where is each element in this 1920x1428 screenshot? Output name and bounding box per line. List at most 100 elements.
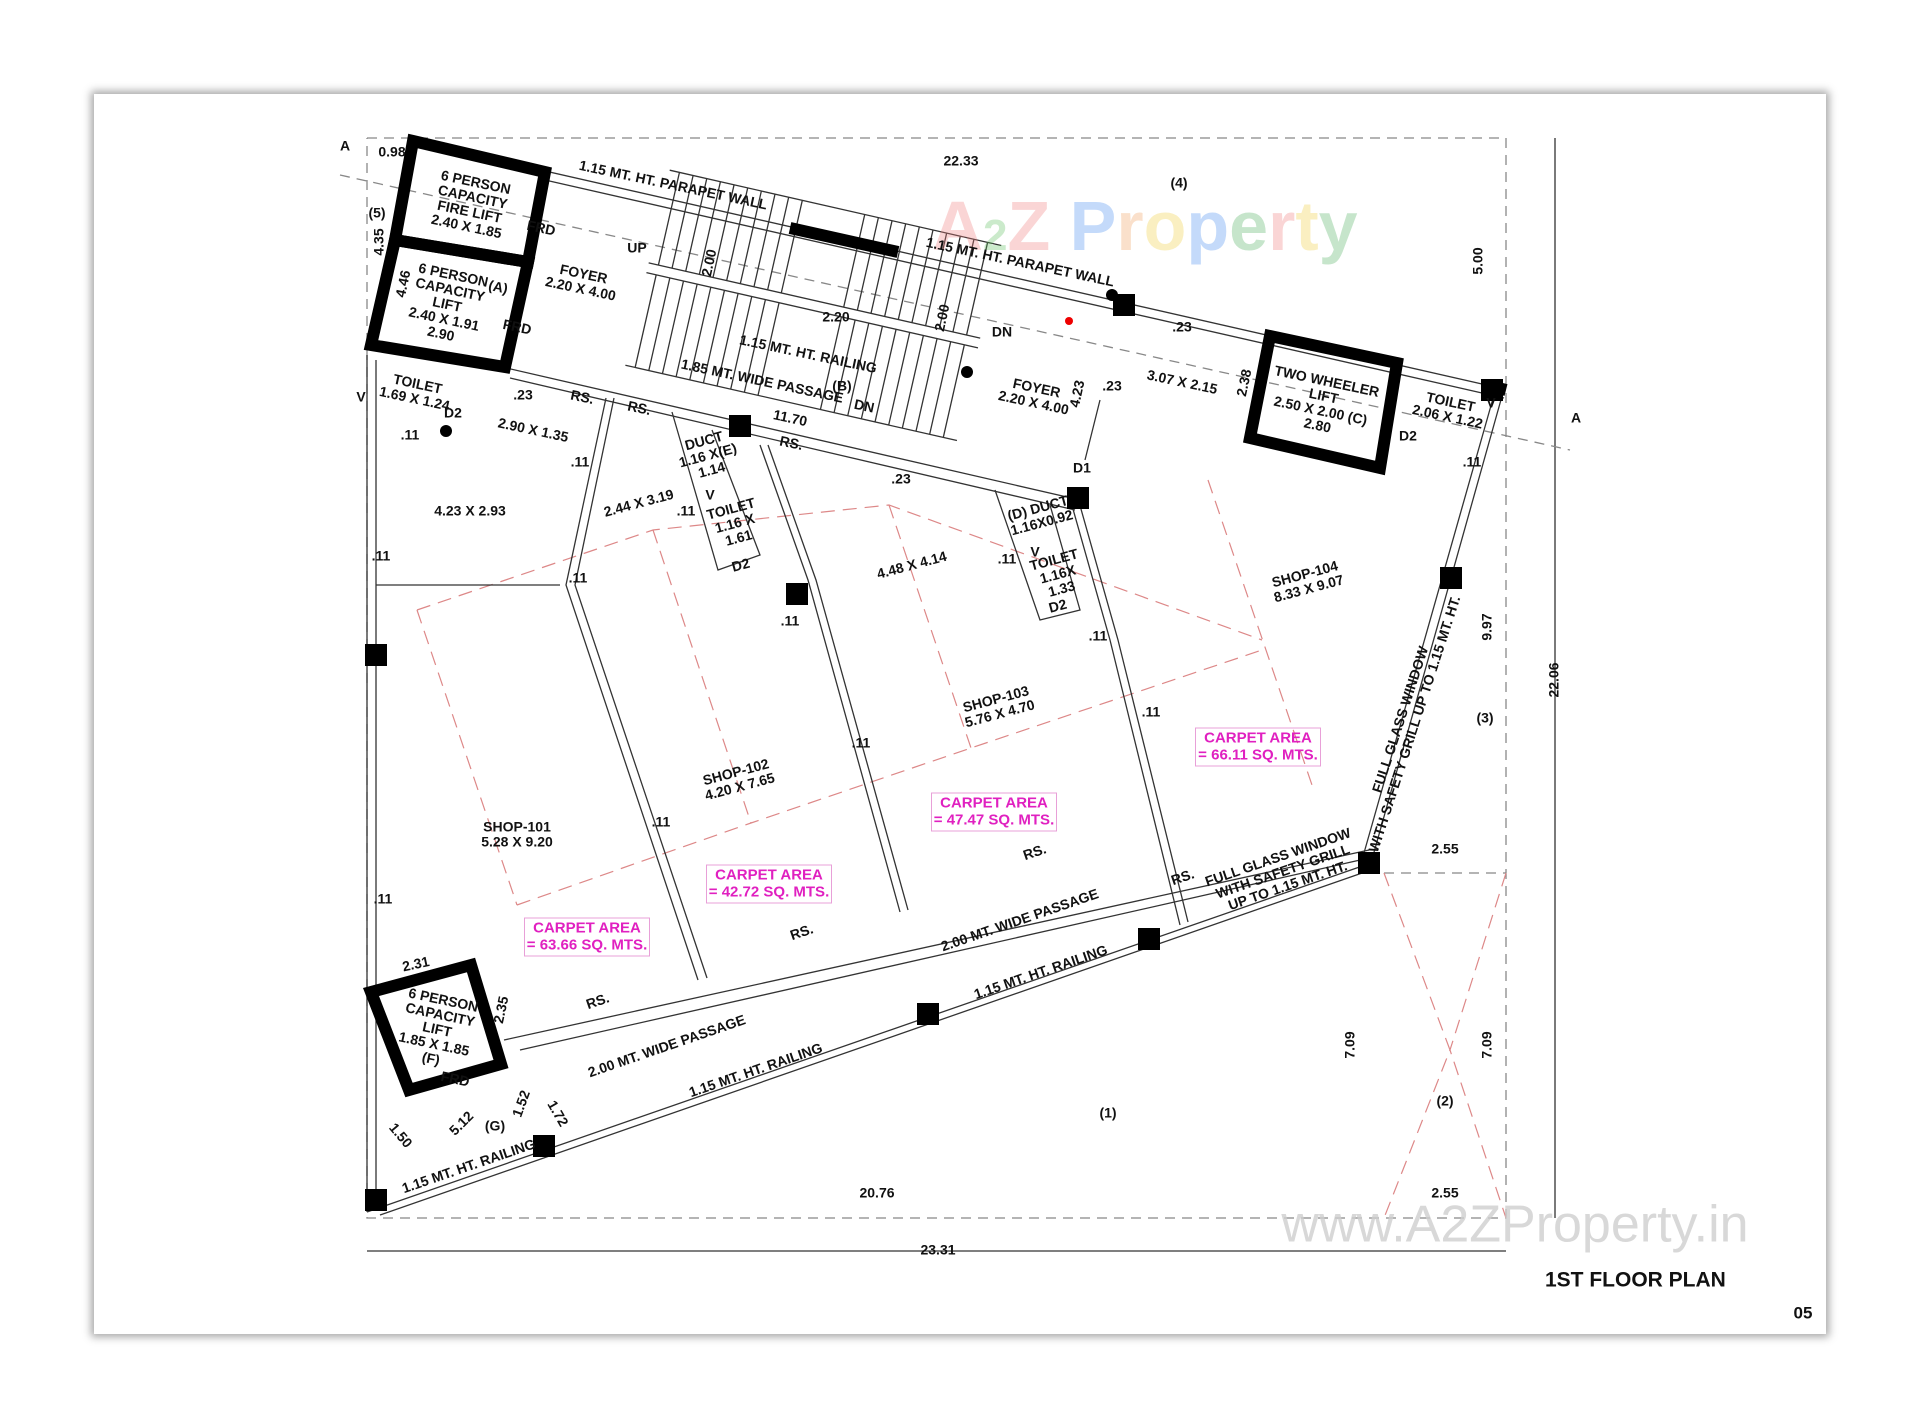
label-d-150: 1.50 (386, 1120, 416, 1151)
label-line: CARPET AREA (940, 794, 1048, 811)
stair-tread (929, 341, 952, 435)
glass-window-right-inner (1361, 394, 1495, 861)
label-d-011g: .11 (781, 613, 800, 629)
label-v-3: V (1030, 544, 1040, 560)
passage-edge (509, 377, 1076, 511)
label-d-255a: 2.55 (1431, 841, 1458, 857)
stair-tread (884, 223, 907, 317)
label-railing-bottom-3: 1.15 MT. HT. RAILING (400, 1135, 538, 1196)
label-toilet-left: TOILET1.69 X 1.24 (378, 368, 455, 413)
column (1113, 294, 1135, 316)
label-rs-1: RS. (569, 386, 595, 407)
label-d-500: 5.00 (1470, 247, 1486, 274)
label-carpet-104: CARPET AREA= 66.11 SQ. MTS. (1198, 729, 1318, 763)
label-d-255b: 2.55 (1431, 1185, 1458, 1201)
stair-tread (870, 220, 893, 314)
column (786, 583, 808, 605)
stair-tread (726, 187, 749, 281)
stair-tread (766, 197, 790, 291)
label-d-011k: .11 (852, 735, 871, 751)
label-line: 1.33 (1046, 577, 1077, 600)
carpet-area-box (1195, 727, 1321, 767)
section-line-a (339, 174, 1571, 451)
columns (365, 294, 1503, 1211)
label-line: SHOP-101 (483, 818, 551, 834)
stair-tread (698, 181, 722, 275)
stair-tread (712, 184, 735, 278)
label-duct-d: (D) DUCT1.16X0.92 (1005, 491, 1075, 538)
label-d-997: 9.97 (1479, 613, 1495, 640)
label-two-wheeler-lift: TWO WHEELERLIFT2.50 X 2.00 (C)2.80 (1264, 362, 1381, 444)
passage-top-edge (501, 366, 1081, 501)
stair-tread (625, 364, 958, 442)
lift-f-shaft (362, 957, 509, 1098)
label-toilet-mid: TOILET1.16 X1.61 (705, 494, 765, 551)
label-rs-3: RS. (778, 432, 804, 453)
label-d-423: 4.23 (1066, 379, 1087, 409)
label-d-231: 2.31 (401, 953, 431, 974)
stair-tread (757, 302, 780, 396)
label-carpet-102: CARPET AREA= 42.72 SQ. MTS. (709, 866, 829, 900)
label-plot-1: (1) (1099, 1105, 1116, 1121)
label-d-011i: .11 (1463, 454, 1482, 470)
stair-tread (952, 239, 975, 333)
stair-tread (856, 217, 880, 311)
label-d-709b: 7.09 (1479, 1031, 1495, 1058)
column (1440, 567, 1462, 589)
label-foyer-left: FOYER2.20 X 4.00 (544, 258, 621, 303)
page-number: 05 (1794, 1303, 1813, 1322)
label-duct-e: DUCT1.16 X(E)1.14 (673, 425, 742, 485)
stair-tread (743, 299, 767, 393)
stair-tread (942, 344, 965, 438)
label-rs-4: RS. (1021, 840, 1048, 863)
partition (1078, 501, 1189, 923)
partition (565, 397, 699, 981)
label-d2-4: D2 (1399, 428, 1417, 444)
stair-tread (730, 296, 753, 390)
label-d-011f: .11 (998, 551, 1017, 567)
label-line: LIFT (431, 293, 464, 315)
label-fire-lift: 6 PERSONCAPACITYFIRE LIFT2.40 X 1.85 (430, 166, 513, 241)
label-shop-103: SHOP-1035.76 X 4.70 (959, 681, 1036, 730)
label-foyer-right: FOYER2.20 X 4.00 (997, 372, 1074, 417)
glass-window-right (1370, 388, 1505, 864)
lift-a-shaft (363, 233, 536, 374)
label-dn-1: DN (992, 324, 1012, 340)
label-v-2: V (705, 487, 715, 503)
label-frd-3: FRD (440, 1068, 471, 1090)
stair-tread (897, 226, 920, 320)
rain-water-pipe (961, 366, 973, 378)
stair-tread (661, 280, 685, 374)
label-railing-bottom-1: 1.15 MT. HT. RAILING (972, 941, 1110, 1002)
label-d-011a: .11 (401, 427, 420, 443)
stair-tread (648, 262, 981, 339)
grid-line (416, 504, 1263, 641)
stair-tread (739, 190, 763, 284)
grid-line (416, 609, 518, 906)
label-d-172: 1.72 (544, 1098, 572, 1130)
stair-tread (753, 193, 776, 287)
label-railing-bottom-2: 1.15 MT. HT. RAILING (687, 1039, 825, 1100)
stair-tread (657, 172, 681, 266)
label-plot-3: (3) (1476, 710, 1493, 726)
stair-tread (685, 178, 708, 272)
label-passage-bottom-1: 2.00 MT. WIDE PASSAGE (939, 885, 1101, 954)
label-d-2206: 22.06 (1546, 662, 1562, 697)
label-d-446: 4.46 (392, 269, 413, 299)
label-room-307: 3.07 X 2.15 (1146, 366, 1220, 397)
label-plot-4: (4) (1170, 175, 1187, 191)
label-frd-1: FRD (526, 217, 557, 239)
label-rs-7: RS. (584, 989, 611, 1012)
label-d-011d: .11 (677, 503, 696, 519)
partition (759, 444, 901, 913)
stair-tread (780, 200, 803, 294)
parking-line (1449, 872, 1507, 1219)
staircase (625, 169, 1002, 442)
label-d1: D1 (1073, 460, 1091, 476)
label-d-011j: .11 (1142, 704, 1161, 720)
label-rs-6: RS. (788, 920, 815, 943)
column (1358, 852, 1380, 874)
label-line: 5.28 X 9.20 (481, 833, 553, 849)
stair-tread (669, 169, 1002, 247)
